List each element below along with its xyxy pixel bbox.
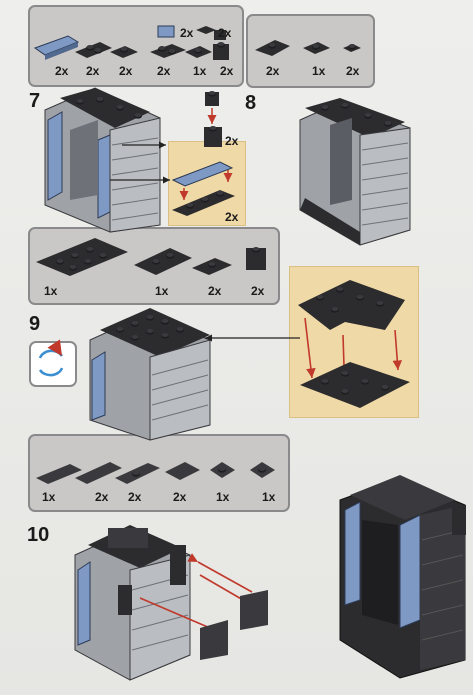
qty-label: 2x (55, 64, 69, 78)
qty-label: 2x (86, 64, 100, 78)
qty-label: 2x (128, 490, 142, 504)
final-model (339, 475, 466, 679)
step-8-parts (171, 91, 235, 216)
step-number-10: 10 (27, 524, 50, 546)
step-number-8: 8 (245, 92, 257, 114)
qty-label: 2x (346, 64, 360, 78)
qty-label: 2x (157, 64, 171, 78)
panel-4-parts (36, 462, 275, 484)
panel-1-parts (33, 25, 229, 60)
rotate-model-icon (38, 339, 64, 377)
qty-label: 1x (155, 284, 169, 298)
step-number-7: 7 (29, 90, 41, 112)
qty-label: 2x (225, 134, 239, 148)
qty-label: 2x (220, 64, 234, 78)
step-10-model (74, 525, 268, 681)
step-7-model (44, 87, 170, 233)
panel-3-parts (36, 238, 266, 276)
qty-label: 2x (218, 26, 232, 40)
qty-label: 2x (251, 284, 265, 298)
qty-label: 1x (216, 490, 230, 504)
qty-label: 2x (180, 26, 194, 40)
qty-label: 2x (225, 210, 239, 224)
qty-label: 1x (262, 490, 276, 504)
qty-label: 2x (208, 284, 222, 298)
step-9-model (89, 308, 300, 441)
qty-label: 1x (42, 490, 56, 504)
step-9-parts (298, 280, 410, 408)
qty-label: 2x (173, 490, 187, 504)
qty-label: 2x (119, 64, 133, 78)
panel-2-parts (255, 40, 361, 56)
step-8-model (299, 98, 411, 246)
qty-label: 2x (266, 64, 280, 78)
qty-label: 1x (312, 64, 326, 78)
qty-label: 1x (193, 64, 207, 78)
step-number-9: 9 (29, 313, 41, 335)
qty-label: 1x (44, 284, 58, 298)
qty-label: 2x (95, 490, 109, 504)
